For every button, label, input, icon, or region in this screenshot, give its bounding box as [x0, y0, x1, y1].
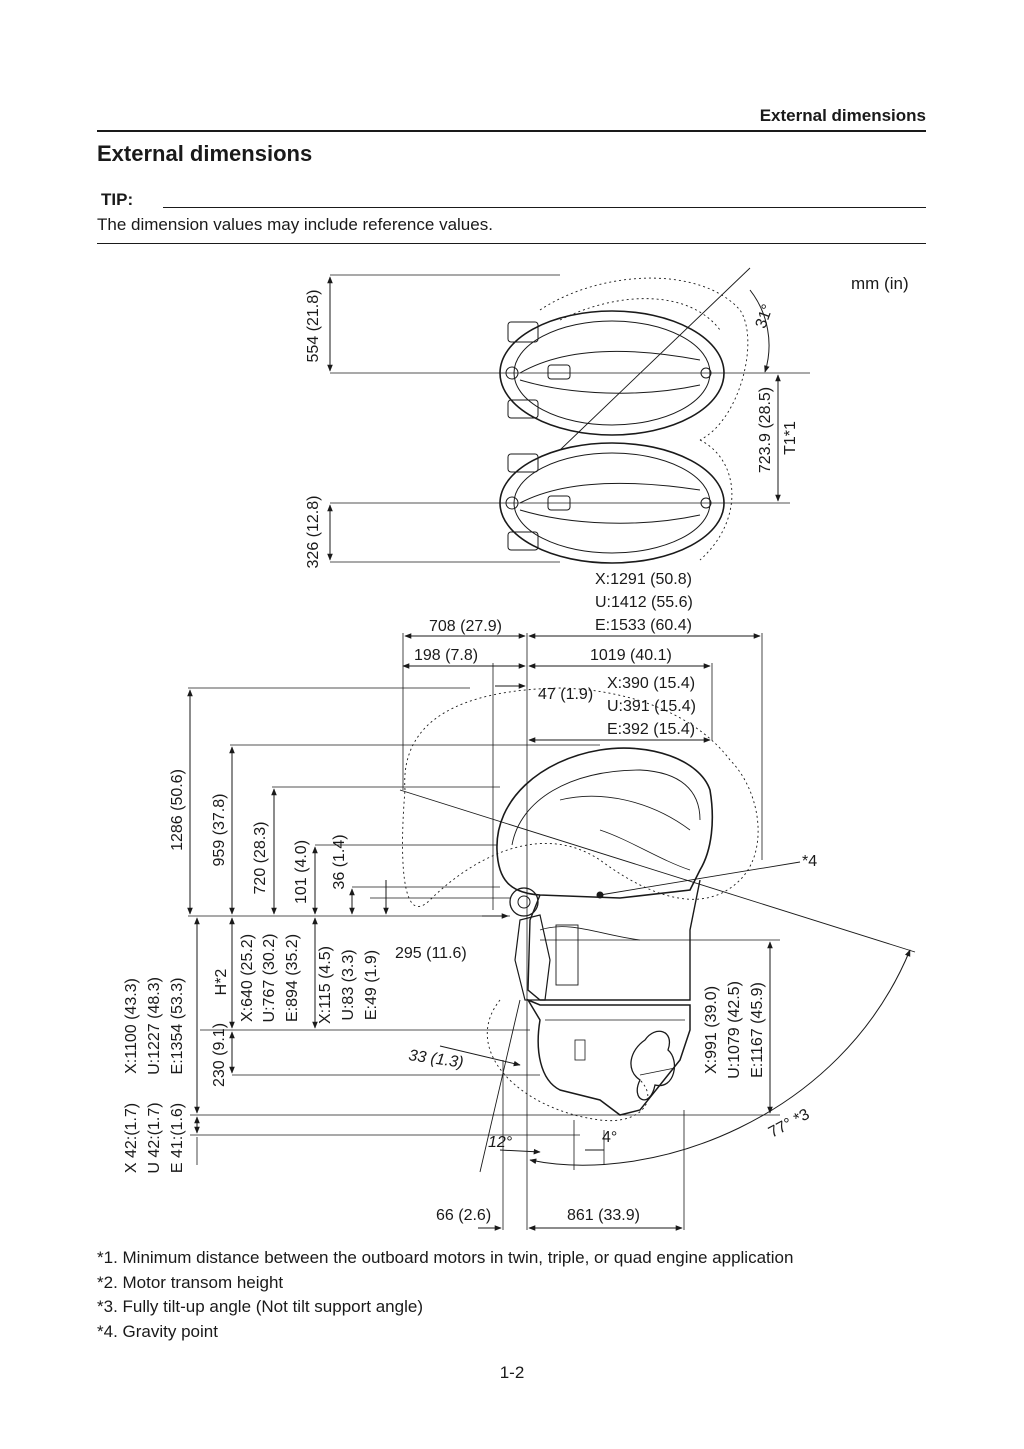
- transom-x-label: X:640 (25.2): [239, 934, 256, 1022]
- length-e-label: E:1533 (60.4): [595, 617, 692, 634]
- cg-e-label: E:392 (15.4): [607, 721, 695, 738]
- footnote-1: *1. Minimum distance between the outboar…: [97, 1248, 794, 1267]
- shaft-e-label: E:49 (1.9): [363, 950, 380, 1020]
- top-angle-31: 31°: [753, 302, 777, 331]
- footnote-3: *3. Fully tilt-up angle (Not tilt suppor…: [97, 1297, 423, 1316]
- top-dim-723: 723.9 (28.5): [757, 387, 774, 473]
- shaft-x-label: X:115 (4.5): [317, 946, 334, 1024]
- side-cowling: [496, 747, 714, 899]
- dim-198: 198 (7.8): [414, 647, 478, 664]
- cg-x-label: X:390 (15.4): [607, 675, 695, 692]
- header-rule: [97, 130, 926, 132]
- running-header: External dimensions: [759, 106, 926, 125]
- side-lower-unit: [526, 998, 691, 1116]
- tilt-arc: [529, 949, 911, 1166]
- dim-66: 66 (2.6): [436, 1207, 491, 1224]
- dim-1019: 1019 (40.1): [590, 647, 672, 664]
- bottom-x-label: X 42:(1.7): [123, 1103, 140, 1173]
- dim-101: 101 (4.0): [293, 840, 310, 904]
- tip-rule: [163, 207, 926, 208]
- section-title: External dimensions: [97, 141, 313, 166]
- dim-959: 959 (37.8): [211, 794, 228, 867]
- tip-text: The dimension values may include referen…: [97, 215, 493, 234]
- vertical-e-label: E:1167 (45.9): [749, 982, 766, 1078]
- page-number: 1-2: [499, 1363, 525, 1382]
- transom-e-label: E:894 (35.2): [284, 934, 301, 1022]
- angle-4-label: 4°: [602, 1129, 617, 1146]
- tip-end-rule: [97, 243, 926, 244]
- tilt-angle-label: 77° *3: [766, 1106, 813, 1142]
- angle-12-label: 12°: [488, 1134, 513, 1151]
- length-u-label: U:1412 (55.6): [595, 594, 693, 611]
- cg-u-label: U:391 (15.4): [607, 698, 696, 715]
- height-x-label: X:1100 (43.3): [123, 978, 140, 1074]
- height-u-label: U:1227 (48.3): [146, 977, 163, 1075]
- dim-295: 295 (11.6): [395, 945, 467, 962]
- shaft-u-label: U:83 (3.3): [340, 949, 357, 1020]
- bottom-e-label: E 41:(1.6): [169, 1103, 186, 1173]
- dim-230: 230 (9.1): [211, 1023, 228, 1087]
- top-t1: T1*1: [782, 421, 799, 455]
- dim-47: 47 (1.9): [538, 686, 593, 703]
- unit-label: mm (in): [851, 274, 909, 293]
- top-view: [327, 267, 810, 564]
- top-cowling-upper: [499, 310, 725, 436]
- footnote-4: *4. Gravity point: [97, 1321, 218, 1341]
- propeller: [630, 1030, 676, 1101]
- tip-label: TIP:: [101, 190, 134, 209]
- top-swing-dotted: [539, 277, 749, 561]
- vertical-x-label: X:991 (39.0): [703, 986, 720, 1074]
- gravity-point-marker-label: *4: [802, 853, 817, 870]
- transom-u-label: U:767 (30.2): [261, 934, 278, 1023]
- dim-861: 861 (33.9): [567, 1207, 640, 1224]
- side-view: [187, 633, 916, 1231]
- bottom-u-label: U 42:(1.7): [146, 1102, 163, 1173]
- dim-36: 36 (1.4): [331, 834, 348, 889]
- dim-720: 720 (28.3): [252, 822, 269, 895]
- dim-33: 33 (1.3): [407, 1047, 464, 1072]
- tilt-silhouette: [402, 687, 759, 907]
- top-dim-554: 554 (21.8): [305, 290, 322, 363]
- side-bracket: [514, 914, 551, 1001]
- vertical-u-label: U:1079 (42.5): [726, 981, 743, 1079]
- top-dim-326: 326 (12.8): [305, 496, 322, 569]
- height-e-label: E:1354 (53.3): [169, 978, 186, 1075]
- dim-708: 708 (27.9): [429, 618, 502, 635]
- footnotes: *1. Minimum distance between the outboar…: [97, 1246, 793, 1344]
- footnote-2: *2. Motor transom height: [97, 1272, 284, 1292]
- transom-height-label: H*2: [213, 969, 230, 996]
- dim-1286: 1286 (50.6): [169, 769, 186, 851]
- length-x-label: X:1291 (50.8): [595, 571, 692, 588]
